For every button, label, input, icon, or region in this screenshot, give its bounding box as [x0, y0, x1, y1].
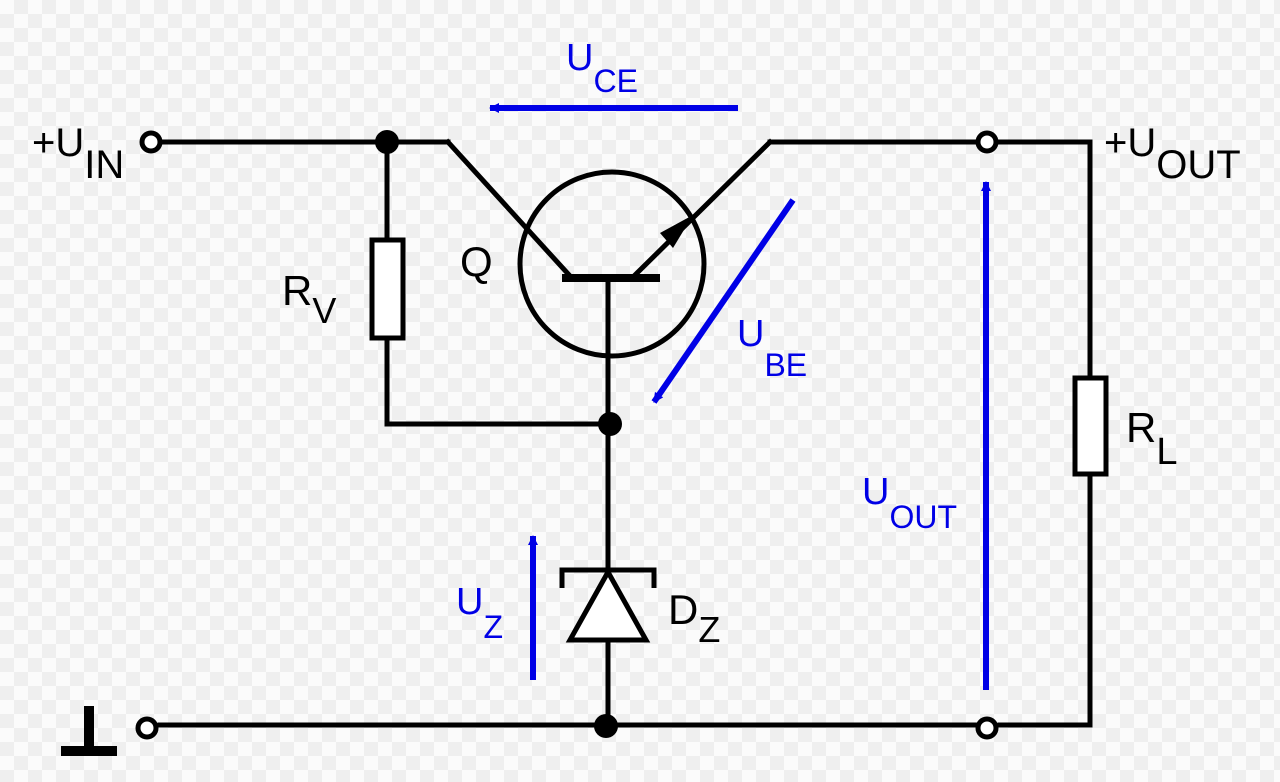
junction-ground	[594, 714, 618, 738]
wire-emitter	[630, 138, 774, 280]
junction-input	[375, 130, 399, 154]
terminal-output	[975, 130, 999, 154]
zener-diode	[559, 566, 657, 643]
wire-collector	[444, 138, 574, 280]
terminal-input	[139, 130, 163, 154]
label-uce: UCE	[566, 37, 638, 99]
transistor-q	[517, 169, 707, 359]
resistor-rl	[1072, 375, 1109, 477]
emitter-arrow-icon	[660, 215, 693, 248]
ground-symbol-icon	[61, 706, 117, 756]
zener-triangle	[565, 566, 651, 643]
label-ube: UBE	[737, 313, 807, 383]
zener-cathode-bar	[559, 567, 657, 588]
terminal-ground-left	[135, 716, 159, 740]
label-uout: UOUT	[862, 471, 957, 535]
transistor-body	[517, 169, 707, 359]
label-output: +UOUT	[1104, 121, 1241, 187]
label-zener: DZ	[668, 586, 720, 650]
terminal-ground-right	[975, 716, 999, 740]
label-rl: RL	[1126, 404, 1177, 473]
label-uz: UZ	[456, 581, 503, 645]
junction-base	[598, 412, 622, 436]
label-transistor: Q	[460, 238, 493, 285]
resistor-rv	[369, 237, 406, 341]
label-input: +UIN	[32, 121, 124, 187]
arrow-ube	[651, 198, 796, 404]
label-rv: RV	[282, 267, 336, 331]
